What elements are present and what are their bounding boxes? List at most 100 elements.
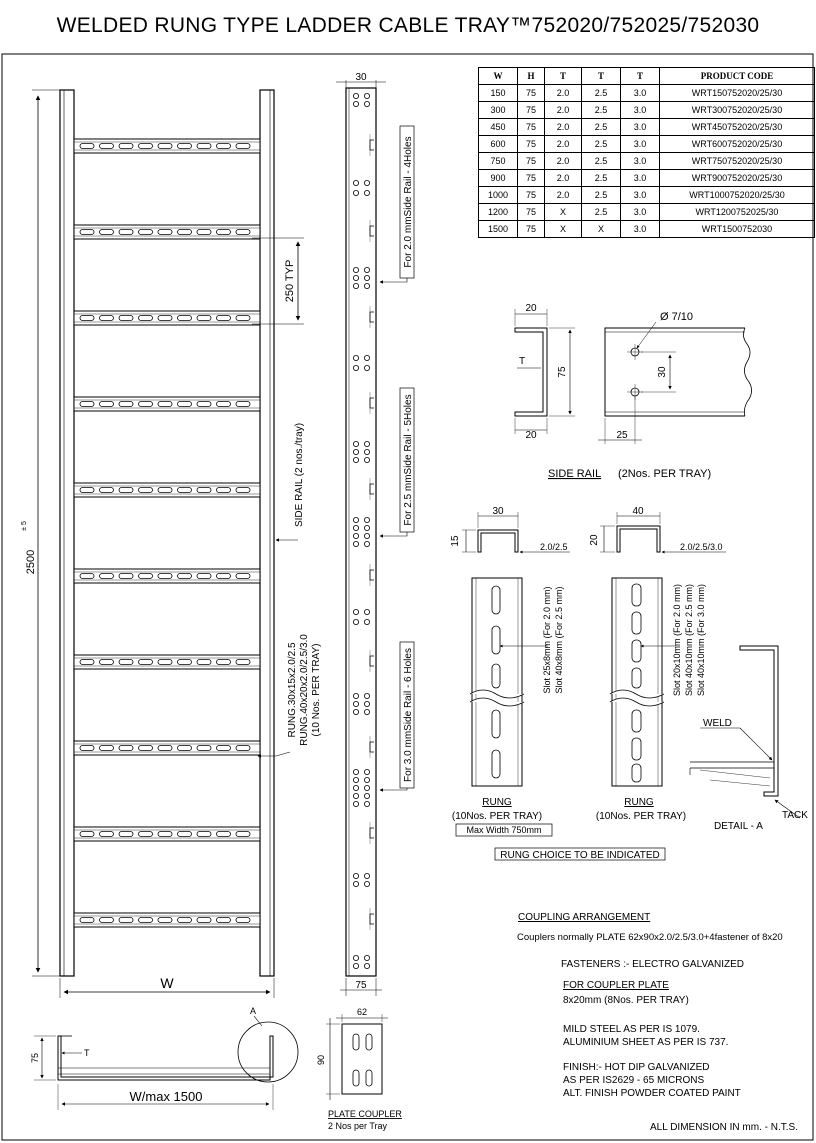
note-2mm-rail: For 2.0 mmSide Rail - 4Holes: [403, 136, 414, 267]
table-cell: 1200: [478, 203, 518, 221]
rung: [73, 740, 261, 756]
rail-hole: [363, 448, 370, 455]
coupler-plate-title: FOR COUPLER PLATE: [563, 980, 669, 991]
rail-hole: [352, 801, 359, 808]
section-height: 75: [30, 1053, 40, 1063]
table-cell: WRT600752020/25/30: [659, 135, 815, 153]
table-cell: 75: [517, 186, 545, 204]
table-cell: 75: [517, 220, 545, 238]
width-dimension: W: [160, 975, 174, 991]
tray-section-view: [34, 1015, 299, 1110]
table-cell: 3.0: [620, 118, 660, 136]
rail-hole: [352, 448, 359, 455]
rail-hole: [352, 179, 359, 186]
rung-weld-mark: [369, 913, 374, 925]
hole-edge: 25: [616, 430, 628, 441]
plate-qty: 2 Nos per Tray: [328, 1121, 388, 1131]
table-cell: 75: [517, 152, 545, 170]
rail-hole: [352, 274, 359, 281]
rung-a-qty: (10Nos. PER TRAY): [452, 811, 542, 822]
section-bottom-dim: 20: [525, 430, 537, 441]
table-cell: 3.0: [620, 203, 660, 221]
col-t2: T: [581, 67, 621, 85]
rail-hole: [352, 693, 359, 700]
length-dimension: 2500: [25, 550, 37, 574]
rail-hole: [363, 354, 370, 361]
rung-a-slot-1: Slot 25x8mm (For 2.0 mm): [542, 586, 552, 693]
rail-hole: [352, 955, 359, 962]
rung: [73, 912, 261, 928]
rung: [73, 482, 261, 498]
rung: [73, 826, 261, 842]
rung-b-section: [600, 512, 726, 554]
table-cell: 2.5: [581, 135, 621, 153]
rung-pitch: 250 TYP: [284, 260, 296, 303]
rail-hole: [352, 769, 359, 776]
table-cell: 2.5: [581, 203, 621, 221]
table-cell: 900: [478, 169, 518, 187]
coupler-plate-text: 8x20mm (8Nos. PER TRAY): [563, 995, 689, 1006]
table-cell: X: [544, 220, 582, 238]
table-cell: 3.0: [620, 84, 660, 102]
rung: [73, 654, 261, 670]
table-cell: 600: [478, 135, 518, 153]
table-cell: 2.5: [581, 118, 621, 136]
col-t3: T: [620, 67, 660, 85]
detail-callout-a: A: [250, 1006, 256, 1016]
table-cell: WRT450752020/25/30: [659, 118, 815, 136]
rail-hole: [363, 693, 370, 700]
rail-hole: [363, 785, 370, 792]
table-cell: 75: [517, 118, 545, 136]
col-w: W: [478, 67, 518, 85]
table-cell: 3.0: [620, 186, 660, 204]
plate-width: 62: [357, 1007, 367, 1017]
table-cell: 3.0: [620, 220, 660, 238]
rail-hole: [352, 963, 359, 970]
side-rail-elevation: [345, 87, 377, 977]
rail-hole: [363, 955, 370, 962]
table-cell: 150: [478, 84, 518, 102]
rung-b-slot-1: Slot 20x10mm (For 2.0 mm): [672, 584, 682, 696]
rung-choice-note: RUNG CHOICE TO BE INDICATED: [500, 850, 659, 861]
section-top-dim: 20: [525, 303, 537, 314]
table-cell: 450: [478, 118, 518, 136]
drawing-title: WELDED RUNG TYPE LADDER CABLE TRAY™75202…: [56, 14, 760, 37]
rail-hole: [363, 777, 370, 784]
table-cell: 2.0: [544, 169, 582, 187]
finish-note-2: AS PER IS2629 - 65 MICRONS: [563, 1075, 705, 1086]
rung-b-plan: [609, 577, 676, 787]
rung-weld-mark: [369, 311, 374, 323]
rail-hole: [363, 517, 370, 524]
rail-hole: [352, 93, 359, 100]
table-cell: 2.0: [544, 152, 582, 170]
note-3mm-rail: For 3.0 mmSide Rail - 6 Holes: [403, 648, 414, 782]
side-rail-section: [514, 309, 575, 434]
rung-b-slot-2: Slot 40x10mm (For 2.5 mm): [684, 584, 694, 696]
note-2-5mm-rail: For 2.5 mmSide Rail - 5Holes: [403, 394, 414, 525]
rail-hole: [352, 364, 359, 371]
rail-hole: [363, 873, 370, 880]
rung-weld-mark: [369, 655, 374, 667]
table-cell: 2.0: [544, 101, 582, 119]
table-cell: WRT150752020/25/30: [659, 84, 815, 102]
rail-hole: [352, 609, 359, 616]
table-cell: 1500: [478, 220, 518, 238]
table-cell: 2.5: [581, 101, 621, 119]
table-cell: 2.0: [544, 135, 582, 153]
rail-hole: [352, 619, 359, 626]
rail-bottom-dim: 75: [355, 980, 367, 991]
rail-hole: [352, 354, 359, 361]
rung-weld-mark: [369, 397, 374, 409]
rail-hole: [363, 709, 370, 716]
rail-hole: [352, 101, 359, 108]
rung-b-qty: (10Nos. PER TRAY): [596, 811, 686, 822]
coupling-title: COUPLING ARRANGEMENT: [518, 912, 651, 923]
table-cell: WRT300752020/25/30: [659, 101, 815, 119]
rail-hole: [363, 282, 370, 289]
mild-steel-note: MILD STEEL AS PER IS 1079.: [563, 1024, 700, 1035]
